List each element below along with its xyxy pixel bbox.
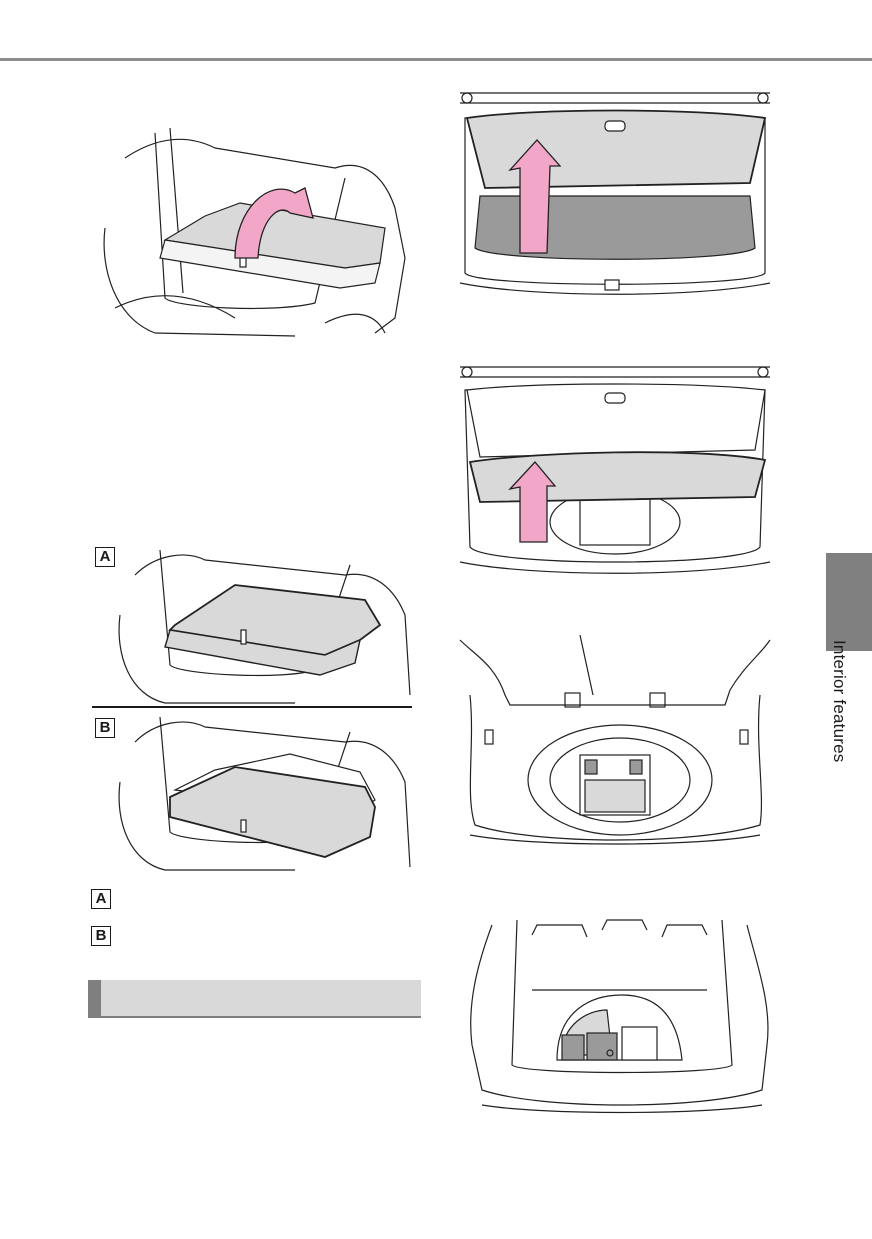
section-divider <box>92 706 412 708</box>
label-b: B <box>95 718 115 738</box>
label-a: A <box>95 547 115 567</box>
trunk-lower-board-raised-illustration <box>459 366 771 574</box>
top-rule <box>0 58 872 61</box>
trunk-deck-board-flip-illustration <box>103 127 406 337</box>
trunk-board-raised-illustration <box>459 92 771 295</box>
deck-board-B-position-illustration <box>118 716 411 871</box>
tool-tray-illustration <box>470 919 769 1114</box>
legend-label-b: B <box>91 926 111 946</box>
legend-label-a: A <box>91 889 111 909</box>
side-tab-label: Interior features <box>830 640 849 763</box>
section-heading-accent <box>88 980 101 1016</box>
deck-board-A-position-illustration <box>118 549 411 704</box>
section-heading-bar <box>88 980 421 1018</box>
side-thumb-tab <box>826 553 872 651</box>
spare-tire-well-illustration <box>459 635 771 845</box>
